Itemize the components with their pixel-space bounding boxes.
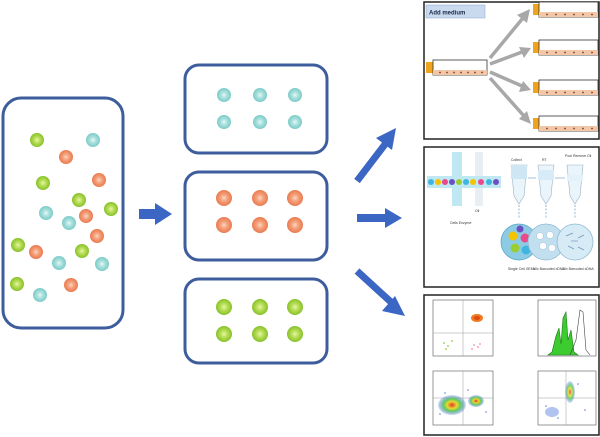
output-cdna-2: 10x Barcoded cDNA [562, 267, 594, 271]
cell-orange [59, 150, 73, 164]
right-arrow-icon [139, 203, 172, 225]
cell-orange [92, 173, 106, 187]
cell-teal [86, 133, 100, 147]
flask-icon [533, 115, 599, 132]
oil-label: Oil [475, 209, 480, 213]
flask-icon [533, 79, 599, 96]
orange-cells [216, 190, 303, 233]
tube-icon [537, 164, 555, 218]
teal-cells [217, 88, 302, 129]
cell-green [30, 133, 44, 147]
cell-green [11, 238, 25, 252]
right-arrow-icon [357, 208, 402, 228]
flask-icon [533, 1, 599, 18]
microfluidic-channel [427, 152, 501, 206]
dot-plot-top-left [432, 299, 494, 357]
tube-icon [566, 164, 584, 218]
green-cells [216, 299, 303, 342]
gem-circle [500, 223, 538, 261]
cell-teal [95, 257, 109, 271]
flask-icon [426, 59, 488, 76]
sorted-green-box [183, 277, 329, 365]
cell-green [36, 176, 50, 190]
cell-green [104, 202, 118, 216]
diagonal-up-arrow-icon [354, 128, 396, 184]
cell-green [72, 193, 86, 207]
cell-green [10, 277, 24, 291]
dot-plot-bottom-right [537, 370, 597, 426]
add-medium-label: Add medium [429, 11, 465, 17]
output-gems: Single Cell GEMs [508, 267, 536, 271]
step-collect: Collect [511, 158, 522, 162]
cell-orange [29, 245, 43, 259]
sorted-teal-box [183, 63, 329, 155]
inputs-label: Cells Enzyme [450, 221, 471, 225]
histogram-top-right [537, 299, 597, 357]
cell-orange [79, 209, 93, 223]
split-arrows [488, 9, 531, 124]
tube-icon [510, 164, 528, 218]
add-medium-banner [425, 4, 486, 19]
cdna-circle [556, 223, 594, 261]
step-rt: RT [542, 158, 547, 162]
output-cdna-1: 10x Barcoded cDNA [533, 267, 565, 271]
cell-orange [64, 278, 78, 292]
mixed-cell-population-box [1, 96, 125, 330]
cdna-circle [527, 223, 565, 261]
cell-teal [62, 216, 76, 230]
diagonal-down-arrow-icon [354, 268, 405, 316]
cell-green [75, 244, 89, 258]
cell-teal [52, 256, 66, 270]
flask-icon [533, 39, 599, 56]
density-plot-bottom-left [432, 370, 494, 426]
sorted-orange-box [183, 170, 329, 262]
mixed-cells [10, 133, 118, 302]
cell-teal [39, 206, 53, 220]
cell-orange [90, 229, 104, 243]
cell-teal [33, 288, 47, 302]
step-pool: Pool Remove Oil [565, 154, 591, 158]
